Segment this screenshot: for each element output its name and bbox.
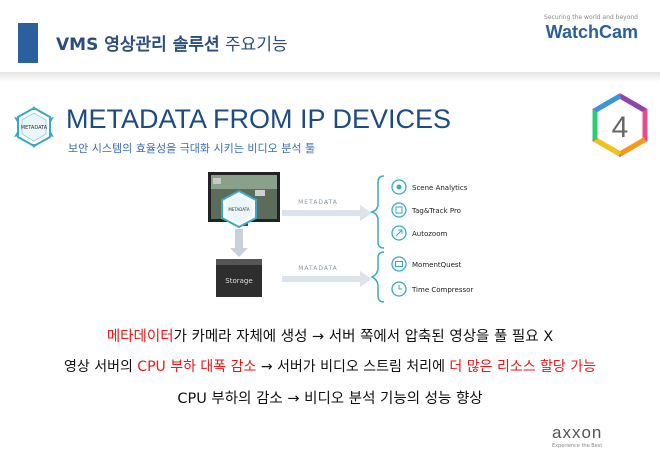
description-line-1: 메타데이터가 카메라 자체에 생성 → 서버 쪽에서 압축된 영상을 풀 필요 … xyxy=(0,325,660,346)
line1-text: 가 카메라 자체에 생성 → 서버 쪽에서 압축된 영상을 풀 필요 X xyxy=(173,329,554,345)
section-title: METADATA FROM IP DEVICES xyxy=(66,104,452,134)
header-shadow xyxy=(0,72,660,82)
tag-track-icon xyxy=(391,202,407,218)
tag-track-label: Tag&Track Pro xyxy=(411,207,461,215)
analytics-item: MomentQuest xyxy=(391,256,462,272)
metadata-arrow-bottom: MATADATA xyxy=(282,265,372,287)
header-title: VMS 영상관리 솔루션 주요기능 xyxy=(56,30,288,55)
arrow-bottom-label: MATADATA xyxy=(298,265,338,272)
camera-metadata-hex-icon: METADATA xyxy=(221,189,257,229)
description-line-3: CPU 부하의 감소 → 비디오 분석 기능의 성능 향상 xyxy=(177,391,483,407)
metadata-hex-icon: METADATA xyxy=(14,106,54,148)
down-arrow xyxy=(230,229,248,257)
camera-metadata-label: METADATA xyxy=(228,207,249,212)
analytics-item: Scene Analytics xyxy=(391,179,468,195)
line2-highlight-1: CPU 부하 대폭 감소 xyxy=(137,359,257,375)
autozoom-label: Autozoom xyxy=(412,230,447,238)
step-number-hex: 4 xyxy=(592,93,648,157)
momentquest-label: MomentQuest xyxy=(412,261,462,269)
description-line-2: 영상 서버의 CPU 부하 대폭 감소 → 서버가 비디오 스트림 처리에 더 … xyxy=(0,356,660,376)
brace-top xyxy=(369,175,385,249)
scene-analytics-label: Scene Analytics xyxy=(412,184,468,192)
storage-box: Storage xyxy=(216,259,262,297)
analytics-item: Tag&Track Pro xyxy=(391,202,461,218)
metadata-icon-label: METADATA xyxy=(21,125,48,131)
arrow-top-label: METADATA xyxy=(298,199,338,206)
line1-highlight: 메타데이터 xyxy=(106,329,174,345)
axxon-logo: axxon Experience the Best xyxy=(552,423,652,453)
analytics-item: Time Compressor xyxy=(391,281,473,297)
brand-name: WatchCam xyxy=(545,22,638,42)
axxon-logo-text: axxon xyxy=(552,423,603,442)
step-number: 4 xyxy=(612,111,629,144)
line2-text-a: 영상 서버의 xyxy=(63,359,138,375)
brand-logo: Securing the world and beyond WatchCam xyxy=(544,14,638,43)
analytics-item: Autozoom xyxy=(391,225,447,241)
metadata-flow-diagram: METADATA Storage METADATA MATADATA Scene… xyxy=(208,172,473,303)
storage-label: Storage xyxy=(225,277,252,285)
brace-bottom xyxy=(370,251,385,303)
header: VMS 영상관리 솔루션 주요기능 Securing the world and… xyxy=(0,0,660,82)
header-title-rest: 주요기능 xyxy=(225,35,288,55)
metadata-arrow-top: METADATA xyxy=(282,199,372,221)
time-compressor-label: Time Compressor xyxy=(411,286,473,294)
header-accent-bar xyxy=(18,23,38,63)
axxon-logo-tagline: Experience the Best xyxy=(552,443,603,449)
brand-tagline: Securing the world and beyond xyxy=(544,14,638,21)
line2-highlight-2: 더 많은 리소스 할당 가능 xyxy=(449,359,597,375)
header-title-bold: VMS 영상관리 솔루션 xyxy=(56,35,220,55)
momentquest-icon xyxy=(391,256,407,272)
section-subtitle: 보안 시스템의 효율성을 극대화 시키는 비디오 분석 툴 xyxy=(68,142,316,155)
line2-text-b: → 서버가 비디오 스트림 처리에 xyxy=(256,359,450,375)
